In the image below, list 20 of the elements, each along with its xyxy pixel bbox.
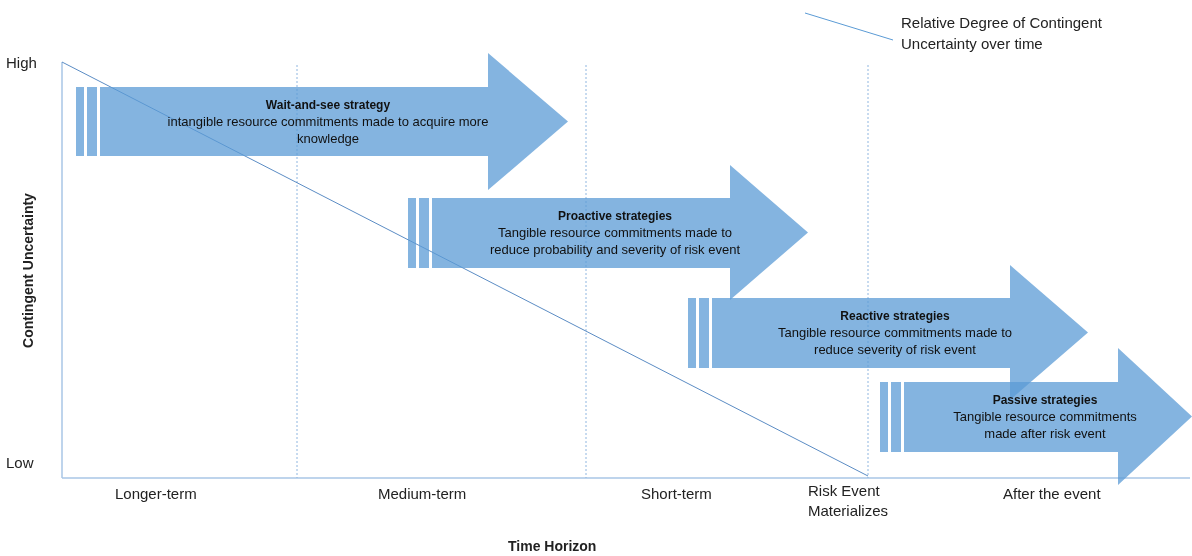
time-period-label: Short-term (641, 484, 712, 504)
strategy-title: Passive strategies (992, 392, 1098, 408)
time-period-label: Medium-term (378, 484, 467, 504)
y-axis-title: Contingent Uncertainty (18, 192, 37, 348)
strategy-title: Wait-and-see strategy (265, 96, 391, 113)
strategy-banner (408, 165, 808, 300)
strategy-title: Reactive strategies (840, 308, 950, 324)
legend-text: Relative Degree of Contingent Uncertainty over time (901, 13, 1103, 54)
strategy-description: Tangible resource commitments made after risk event (952, 408, 1138, 442)
time-period-label: Longer-term (115, 484, 197, 504)
strategy-description: intangible resource commitments made to acquire more knowledge (166, 112, 490, 147)
time-period-label: After the event (1003, 484, 1101, 504)
strategy-title: Proactive strategies (557, 208, 673, 224)
time-period-label: Risk Event Materializes (808, 481, 890, 521)
axis-tick-label: High (6, 53, 37, 73)
strategy-description: Tangible resource commitments made to reduce severity of risk event (776, 324, 1014, 358)
strategy-description: Tangible resource commitments made to reduce probability and severity of risk event (489, 224, 741, 258)
strategy-banner (76, 53, 568, 190)
x-axis-title: Time Horizon (508, 537, 597, 556)
axis-tick-label: Low (6, 453, 34, 473)
